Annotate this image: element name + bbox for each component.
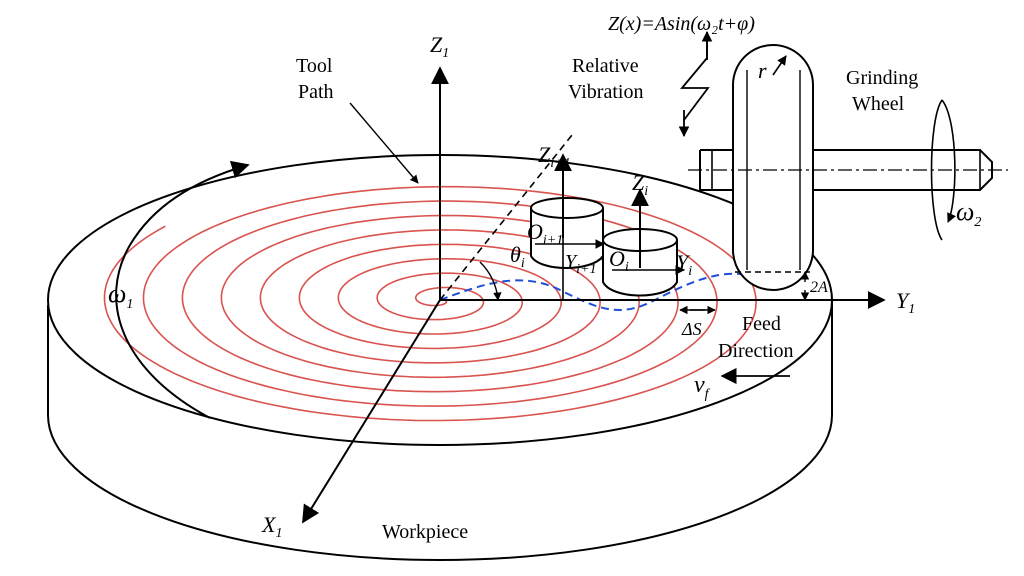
relative-vibration-arrow xyxy=(680,32,710,121)
amplitude-marker xyxy=(735,271,810,301)
grinding-wheel-label-1: Grinding xyxy=(846,67,918,89)
grinding-wheel-icon xyxy=(688,44,1008,291)
omega2-rotation-arrow xyxy=(941,99,956,223)
theta-arc xyxy=(479,261,502,301)
zi-label: Zi xyxy=(632,170,648,199)
grinding-wheel-label-2: Wheel xyxy=(852,93,905,115)
y1-label: Y1 xyxy=(896,288,915,317)
workpiece-label: Workpiece xyxy=(382,521,468,543)
omega2-label: ω2 xyxy=(956,197,981,230)
tool-path-spiral-line xyxy=(103,185,757,422)
oi-label: Oi xyxy=(609,246,629,275)
oi1-label: Oi+1 xyxy=(527,219,563,248)
relative-vibration-label-2: Vibration xyxy=(568,81,643,103)
tool-path-label-1: Tool xyxy=(296,55,333,77)
zi1-label: Zi+1 xyxy=(538,142,571,171)
omega1-label: ω1 xyxy=(108,279,133,312)
vf-label: vf xyxy=(694,372,711,402)
global-axes xyxy=(302,66,886,524)
two-a-label: 2A xyxy=(810,279,828,296)
yi1-label: Yi+1 xyxy=(565,251,596,277)
feed-direction-label-1: Feed xyxy=(742,313,781,335)
tool-path-spiral xyxy=(103,185,757,422)
vibration-curve xyxy=(439,272,771,311)
tool-path-label-2: Path xyxy=(298,81,334,103)
x1-label: X1 xyxy=(261,512,282,541)
tool-path-pointer xyxy=(349,102,419,184)
yi-label: Yi xyxy=(676,250,692,279)
delta-s-label: ΔS xyxy=(681,319,702,339)
relative-vibration-label-1: Relative xyxy=(572,55,639,77)
x1-axis-arrow xyxy=(302,299,441,524)
radius-arrow xyxy=(772,55,787,76)
theta-label: θi xyxy=(510,242,525,271)
radius-label: r xyxy=(758,58,767,83)
z1-label: Z1 xyxy=(430,32,449,61)
omega1-rotation-arrow xyxy=(115,160,250,419)
vibration-equation: Z(x)=Asin(ω₂t+φ) xyxy=(608,13,755,35)
tool-head-i1 xyxy=(530,153,605,300)
tool-head-i xyxy=(602,188,685,297)
feed-direction-label-2: Direction xyxy=(718,340,794,362)
